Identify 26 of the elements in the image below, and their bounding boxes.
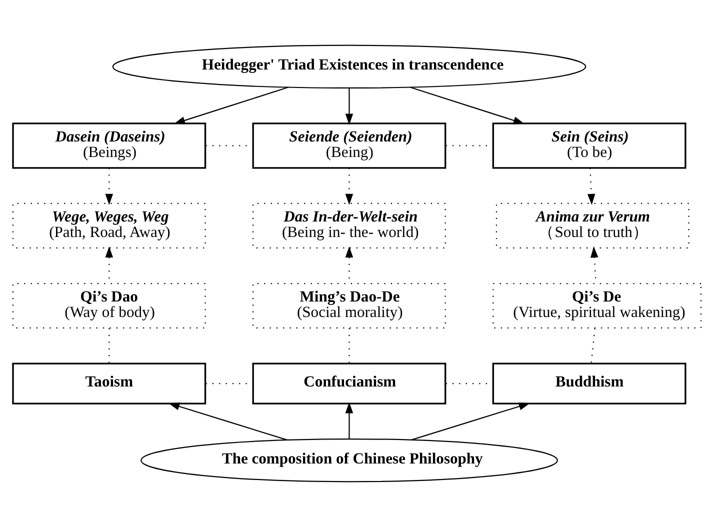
node-box: Taoism: [12, 362, 206, 404]
node-box: Qi’s De (Virtue, spiritual wakening): [492, 282, 702, 329]
node-box: Sein (Seins) (To be): [492, 122, 686, 169]
node-box: Dasein (Daseins) (Beings): [12, 122, 206, 169]
arrow: [174, 86, 288, 124]
arrow: [345, 88, 354, 125]
node-box: Qi’s Dao (Way of body): [12, 282, 206, 329]
arrow: [168, 402, 288, 440]
node-box: Buddhism: [492, 362, 686, 404]
connector: [590, 328, 596, 364]
connector: [108, 328, 110, 364]
arrow: [411, 402, 530, 440]
node-ellipse: Heidegger' Triad Existences in transcendence: [112, 44, 586, 89]
connector: [348, 328, 350, 364]
node-box: Das In-der-Welt-sein (Being in- the- world): [252, 202, 446, 248]
node-box: Ming’s Dao-De (Social morality): [252, 282, 446, 329]
node-box: Seiende (Seienden) (Being): [252, 122, 446, 169]
node-box: Confucianism: [252, 362, 446, 404]
arrow: [345, 168, 354, 206]
arrow: [410, 86, 525, 124]
arrow: [105, 168, 114, 206]
arrow: [345, 402, 354, 439]
node-ellipse: The composition of Chinese Philosophy: [140, 438, 558, 482]
arrow: [587, 168, 596, 206]
node-box: Wege, Weges, Weg (Path, Road, Away): [12, 202, 206, 248]
node-box: Anima zur Verum （Soul to truth）: [496, 202, 690, 248]
